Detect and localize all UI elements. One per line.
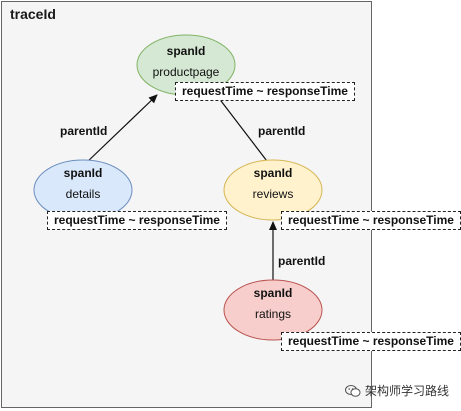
edge-label-details: parentId <box>60 124 108 138</box>
node-ratings-label: spanId ratings <box>223 286 323 322</box>
node-productpage-label: spanId productpage <box>136 44 236 80</box>
edge-details-to-productpage <box>84 94 158 165</box>
time-box-details: requestTime ~ responseTime <box>47 211 227 230</box>
edge-label-ratings: parentId <box>278 254 326 268</box>
time-box-productpage: requestTime ~ responseTime <box>175 82 355 101</box>
service-name: reviews <box>252 187 294 201</box>
span-id-label: spanId <box>253 286 293 300</box>
node-reviews-label: spanId reviews <box>223 166 323 202</box>
edge-label-reviews: parentId <box>258 124 306 138</box>
service-name: details <box>65 187 101 201</box>
wechat-icon <box>344 384 361 397</box>
node-details-label: spanId details <box>33 166 133 202</box>
span-id-label: spanId <box>63 166 103 180</box>
edge-reviews-to-productpage <box>217 96 271 166</box>
node-reviews[interactable] <box>223 159 323 221</box>
span-id-label: spanId <box>166 44 206 58</box>
watermark: 架构师学习路线 <box>344 382 449 399</box>
container-title: traceId <box>10 6 56 22</box>
service-name: ratings <box>254 307 292 321</box>
time-box-ratings: requestTime ~ responseTime <box>281 332 461 351</box>
node-ratings[interactable] <box>223 279 323 341</box>
service-name: productpage <box>152 65 220 79</box>
watermark-text: 架构师学习路线 <box>364 384 449 398</box>
time-box-reviews: requestTime ~ responseTime <box>281 211 461 230</box>
span-id-label: spanId <box>253 166 293 180</box>
